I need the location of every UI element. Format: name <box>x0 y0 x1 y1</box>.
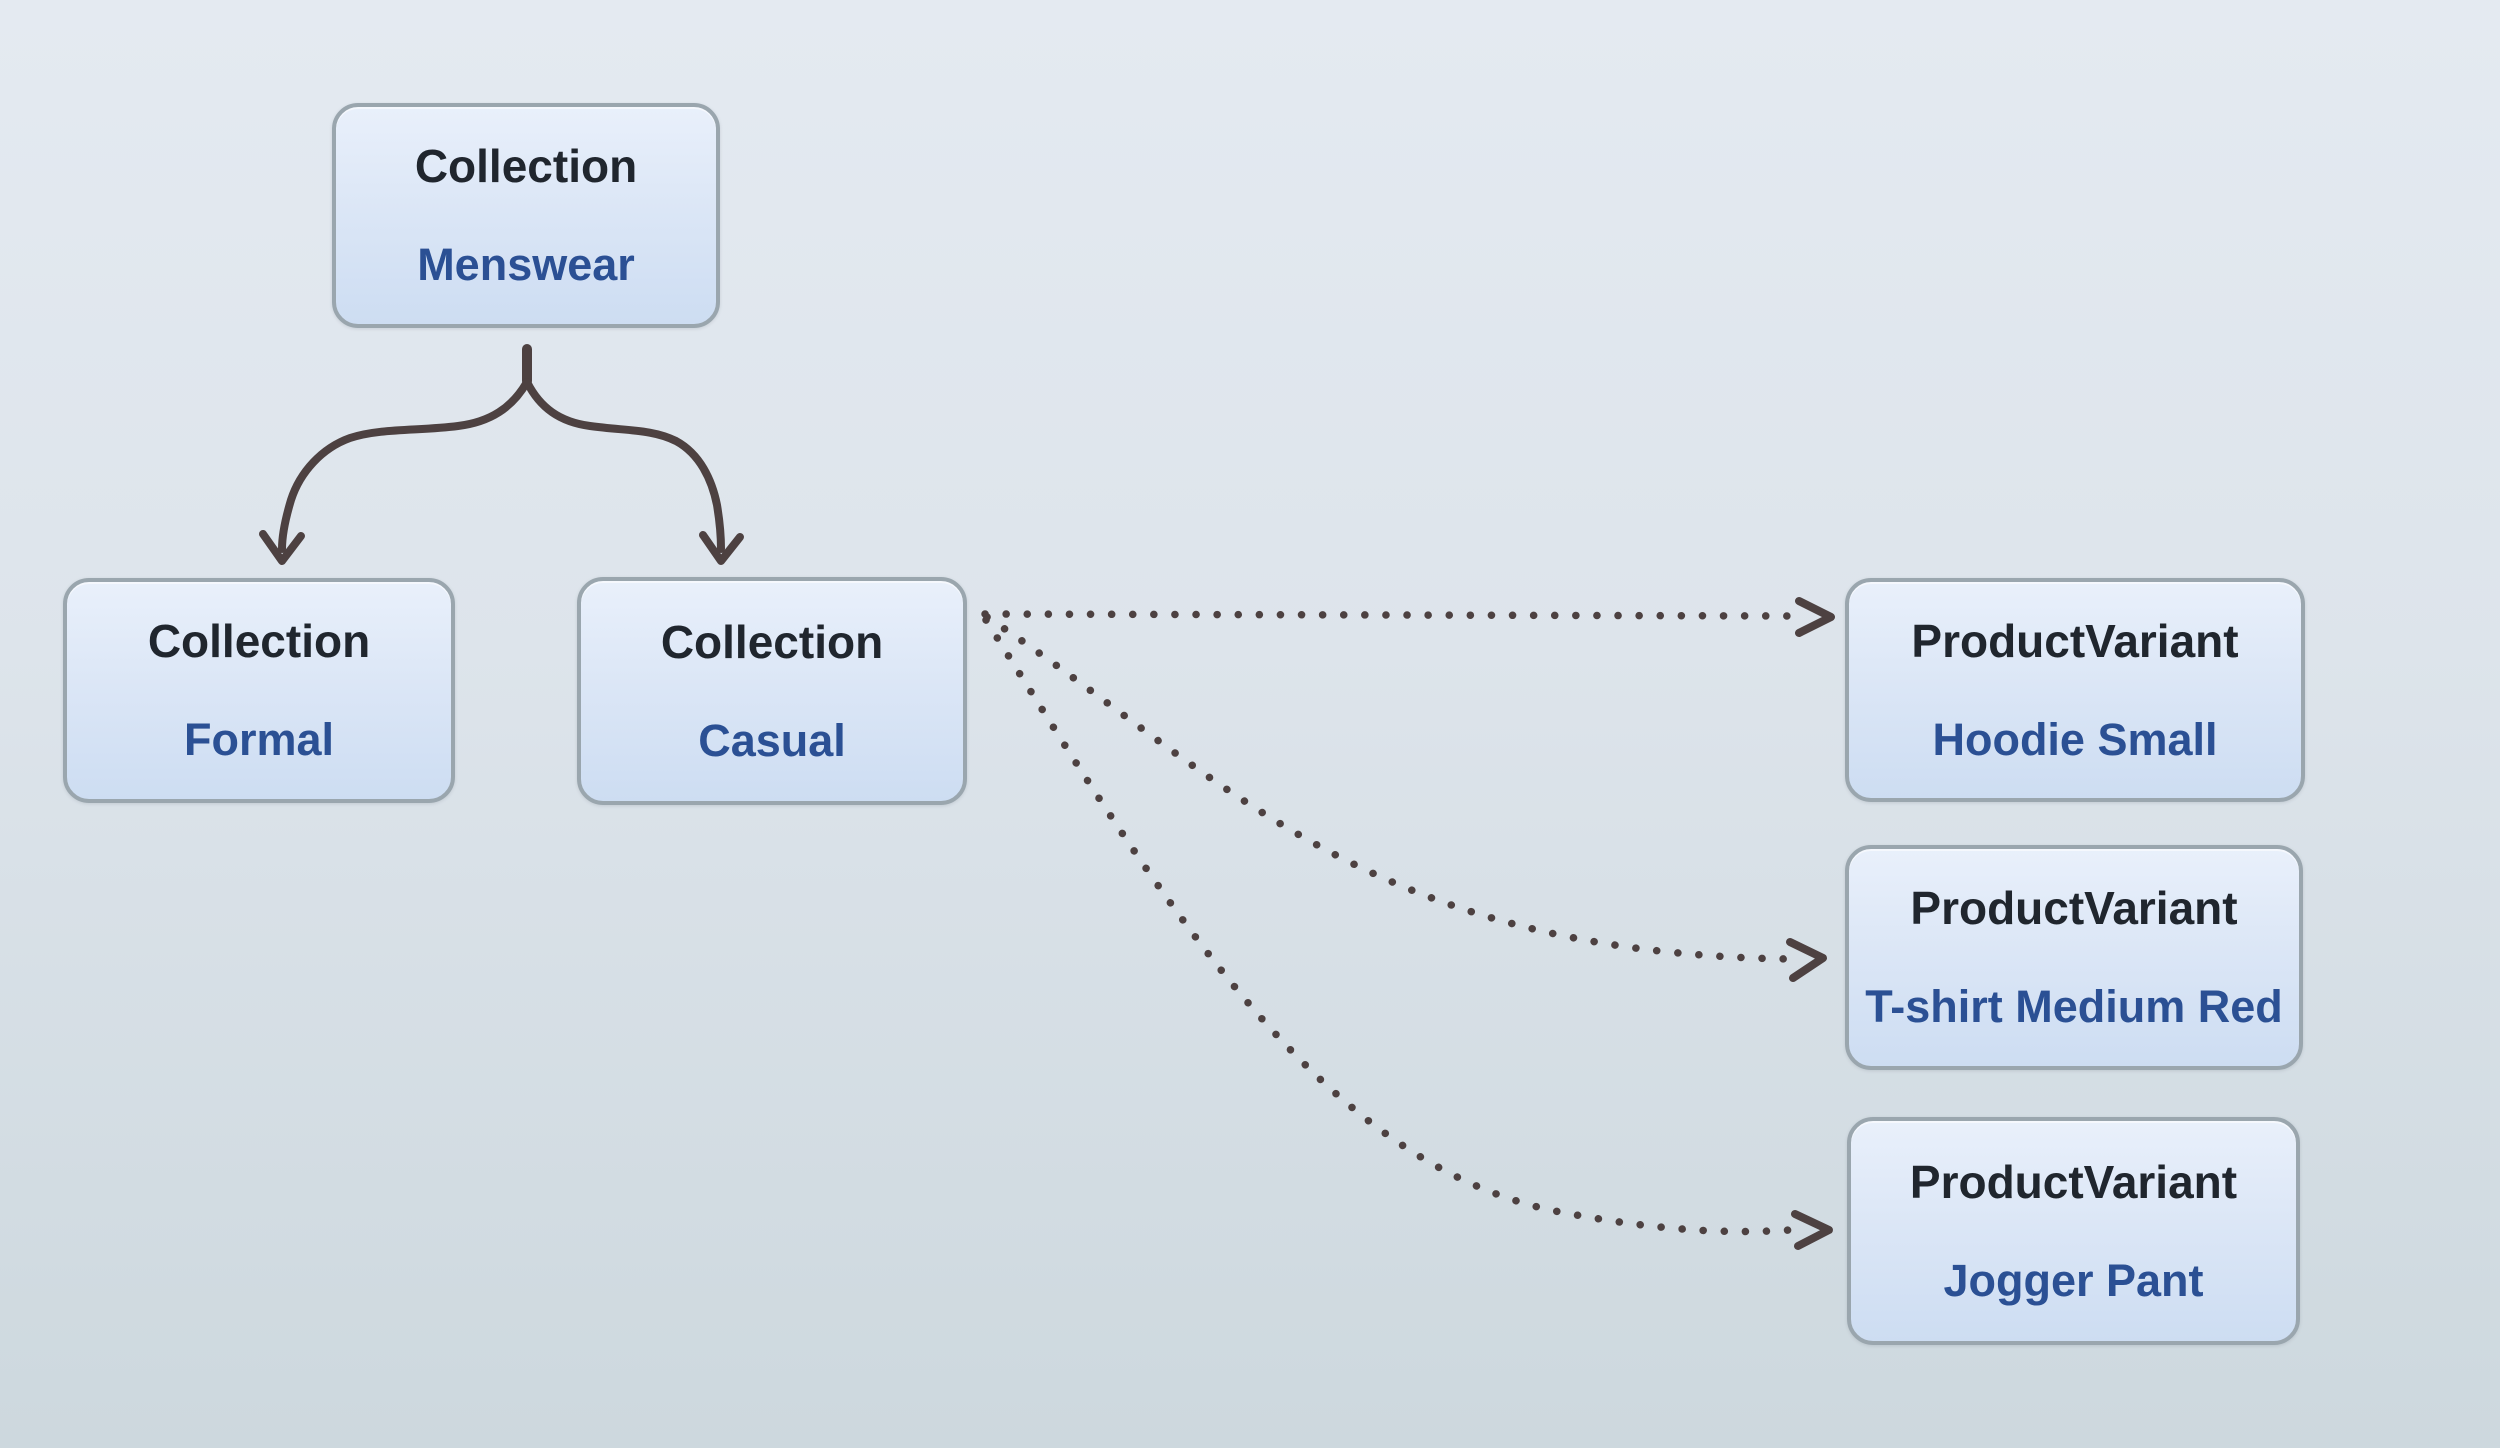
edge-casual-tshirt <box>983 613 1792 963</box>
node-type-label: ProductVariant <box>1909 1155 2238 1208</box>
edge-menswear-formal <box>278 378 531 553</box>
edge-menswear-casual-arrowhead <box>699 531 744 565</box>
edge-group-solid <box>259 344 744 565</box>
node-productvariant-jogger-pant: ProductVariant Jogger Pant <box>1847 1117 2300 1345</box>
node-collection-casual: Collection Casual <box>577 577 967 805</box>
node-productvariant-hoodie-small: ProductVariant Hoodie Small <box>1845 578 2305 802</box>
node-type-label: Collection <box>147 615 371 668</box>
edge-casual-jogger-pant <box>982 616 1794 1236</box>
edge-group-dotted <box>981 597 1835 1250</box>
edge-casual-jogger-pant-arrowhead <box>1791 1210 1833 1250</box>
edge-menswear-formal-arrowhead <box>259 530 305 565</box>
node-type-label: Collection <box>660 615 884 668</box>
node-name-label: Casual <box>698 714 846 766</box>
node-collection-menswear: Collection Menswear <box>332 103 720 328</box>
node-name-label: Hoodie Small <box>1932 713 2218 765</box>
edge-menswear-casual <box>523 378 725 553</box>
node-type-label: ProductVariant <box>1911 614 2239 667</box>
node-type-label: Collection <box>414 140 638 193</box>
node-collection-formal: Collection Formal <box>63 578 455 803</box>
node-name-label: T-shirt Medium Red <box>1865 981 2283 1033</box>
node-name-label: Menswear <box>417 239 635 291</box>
node-name-label: Formal <box>183 714 335 766</box>
edge-casual-tshirt-arrowhead <box>1786 938 1827 982</box>
edge-casual-hoodie-small <box>981 610 1800 620</box>
edge-casual-hoodie-small-arrowhead <box>1795 597 1835 637</box>
node-name-label: Jogger Pant <box>1943 1254 2204 1306</box>
node-productvariant-tshirt-medium-red: ProductVariant T-shirt Medium Red <box>1845 845 2303 1070</box>
node-type-label: ProductVariant <box>1910 882 2238 935</box>
